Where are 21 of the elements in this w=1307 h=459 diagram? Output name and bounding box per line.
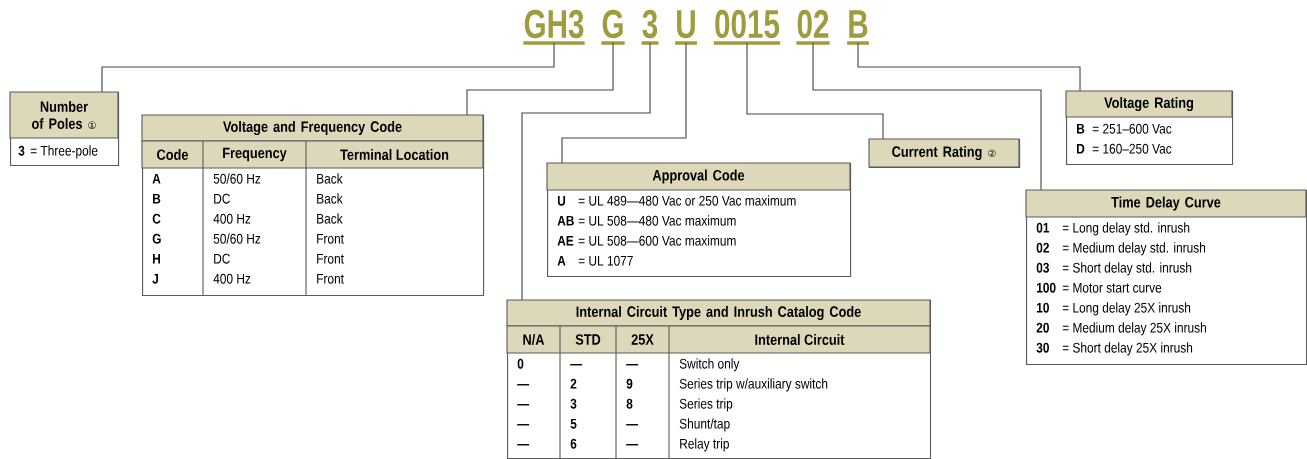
heading-box: Current Rating ②: [868, 138, 1021, 169]
leader-line: [812, 42, 1042, 191]
code-box: Time Delay Curve 01 = Long delay std. inrush 02 = Medium delay std. inrush 03 = Short delay std. inrush 100 = Motor start curve 10 = Long delay 25X inrush 20 = Medium delay 25X inrush 30 = Short delay 25X inrush: [1025, 189, 1307, 366]
code-segment: 0015: [713, 9, 781, 45]
leader-line: [857, 42, 1081, 92]
leader-line: [521, 42, 651, 301]
code-segment: B: [847, 10, 869, 45]
code-segment: U: [675, 10, 697, 45]
code-segment: GH3: [523, 9, 585, 45]
code-table: Internal Circuit Type and Inrush Catalog Code N/A STD 25X Internal Circuit 0 — — Switch only — 2 9 Series trip w/auxiliary switch — 3 8 Series trip — 5 — Shunt/tap — 6 — Relay trip: [506, 299, 932, 459]
code-box: Voltage Rating B = 251–600 Vac D = 160–250 Vac: [1065, 90, 1234, 166]
code-table: Voltage and Frequency Code Code Frequency Terminal Location A 50/60 Hz Back B DC Back C 400 Hz Back G 50/60 Hz Front H DC Front J 400 Hz Front: [141, 114, 485, 297]
leader-line: [101, 42, 555, 93]
code-segment: 3: [641, 9, 659, 45]
code-box: Approval Code U = UL 489—480 Vac or 250 Vac maximum AB = UL 508—480 Vac maximum AE = UL 508—600 Vac maximum A = UL 1077: [546, 162, 852, 278]
code-segment: G: [601, 9, 625, 45]
code-segment: 02: [796, 9, 830, 45]
leader-line: [466, 42, 614, 116]
leader-line: [746, 42, 884, 140]
leader-line: [561, 42, 687, 164]
code-box: Number of Poles ① 3 = Three-pole: [9, 91, 120, 167]
